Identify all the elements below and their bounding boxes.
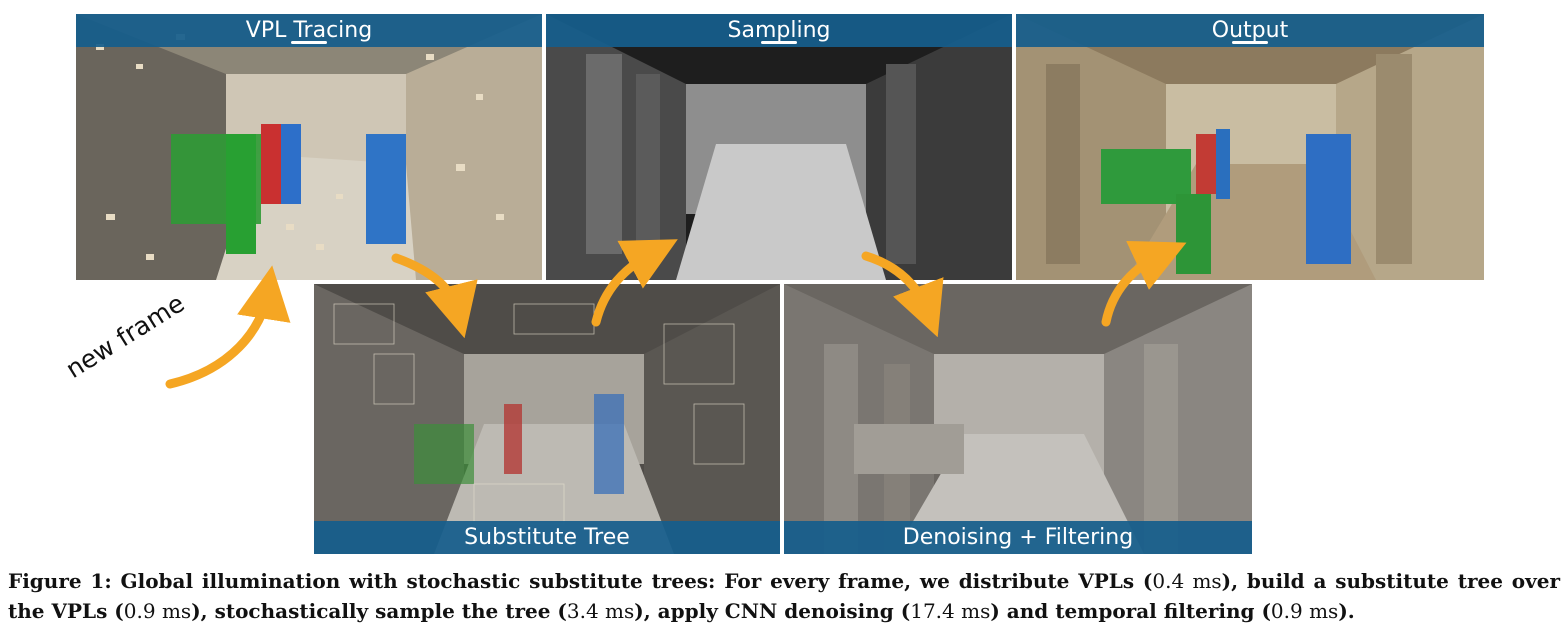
output-image bbox=[1016, 14, 1484, 280]
vpl-tracing-image bbox=[76, 14, 542, 280]
caption-part-5: ). bbox=[1338, 599, 1355, 623]
caption-part-4: ) and temporal filtering ( bbox=[990, 599, 1271, 623]
vpl-tracing-panel: VPL Tracing bbox=[76, 14, 542, 280]
label-underline bbox=[761, 41, 797, 44]
caption-time-sampling: 3.4 ms bbox=[566, 599, 635, 623]
caption-time-tree: 0.9 ms bbox=[123, 599, 192, 623]
label-underline bbox=[291, 41, 327, 44]
denoising-image bbox=[784, 284, 1252, 554]
substitute-tree-panel: Substitute Tree bbox=[314, 284, 780, 554]
denoising-panel: Denoising + Filtering bbox=[784, 284, 1252, 554]
caption-part-2: ), stochastically sample the tree ( bbox=[191, 599, 567, 623]
caption-time-filtering: 0.9 ms bbox=[1270, 599, 1339, 623]
substitute-tree-image bbox=[314, 284, 780, 554]
figure-caption: Figure 1: Global illumination with stoch… bbox=[8, 566, 1560, 626]
substitute-tree-label: Substitute Tree bbox=[314, 521, 780, 554]
sampling-image bbox=[546, 14, 1012, 280]
caption-time-denoising: 17.4 ms bbox=[910, 599, 991, 623]
caption-part-1: ), build a substitute tree over the VPLs… bbox=[8, 569, 1560, 623]
label-underline bbox=[1232, 41, 1268, 44]
caption-time-vpl: 0.4 ms bbox=[1152, 569, 1222, 593]
caption-part-3: ), apply CNN denoising ( bbox=[634, 599, 911, 623]
output-panel: Output bbox=[1016, 14, 1484, 280]
vpl-tracing-label: VPL Tracing bbox=[76, 14, 542, 47]
denoising-label: Denoising + Filtering bbox=[784, 521, 1252, 554]
caption-lead: Figure 1: Global illumination with stoch… bbox=[8, 569, 1153, 593]
new-frame-label: new frame bbox=[60, 288, 190, 384]
sampling-panel: Sampling bbox=[546, 14, 1012, 280]
